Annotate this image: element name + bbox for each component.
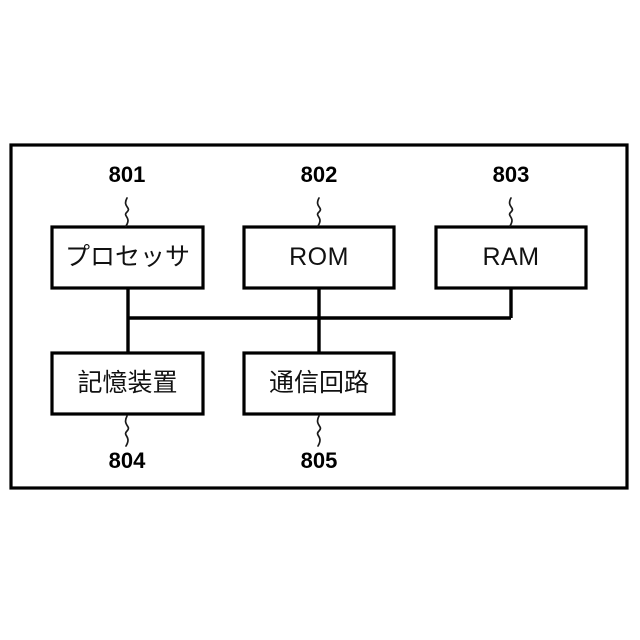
block-processor[interactable]: プロセッサ <box>50 225 205 290</box>
leader-line-802 <box>316 197 322 227</box>
leader-line-801 <box>124 197 130 227</box>
block-processor-label: プロセッサ <box>65 243 190 271</box>
block-ram-rect[interactable] <box>434 225 588 290</box>
reference-numeral-804: 804 <box>109 448 146 473</box>
reference-numeral-layer: 801 802 803 804 805 <box>109 162 530 473</box>
block-layer: プロセッサ ROM RAM 記憶装置 通信回路 <box>50 225 588 416</box>
block-storage-device-rect[interactable] <box>50 351 205 416</box>
leader-line-805 <box>316 415 322 447</box>
connection-lines <box>126 288 513 353</box>
block-rom[interactable]: ROM <box>242 225 396 290</box>
block-rom-label: ROM <box>289 243 349 271</box>
block-ram-label: RAM <box>482 243 539 271</box>
leader-line-804 <box>124 415 130 447</box>
block-storage-device-label: 記憶装置 <box>77 369 177 397</box>
reference-803: 803 <box>493 162 530 227</box>
block-ram[interactable]: RAM <box>434 225 588 290</box>
block-rom-rect[interactable] <box>242 225 396 290</box>
reference-804: 804 <box>109 415 146 473</box>
reference-numeral-801: 801 <box>109 162 146 187</box>
block-storage-device[interactable]: 記憶装置 <box>50 351 205 416</box>
reference-802: 802 <box>301 162 338 227</box>
reference-numeral-803: 803 <box>493 162 530 187</box>
reference-numeral-802: 802 <box>301 162 338 187</box>
block-communication-circuit-label: 通信回路 <box>269 369 369 397</box>
block-communication-circuit-rect[interactable] <box>242 351 396 416</box>
reference-801: 801 <box>109 162 146 227</box>
reference-numeral-805: 805 <box>301 448 338 473</box>
block-communication-circuit[interactable]: 通信回路 <box>242 351 396 416</box>
leader-line-803 <box>508 197 514 227</box>
reference-805: 805 <box>301 415 338 473</box>
block-processor-rect[interactable] <box>50 225 205 290</box>
